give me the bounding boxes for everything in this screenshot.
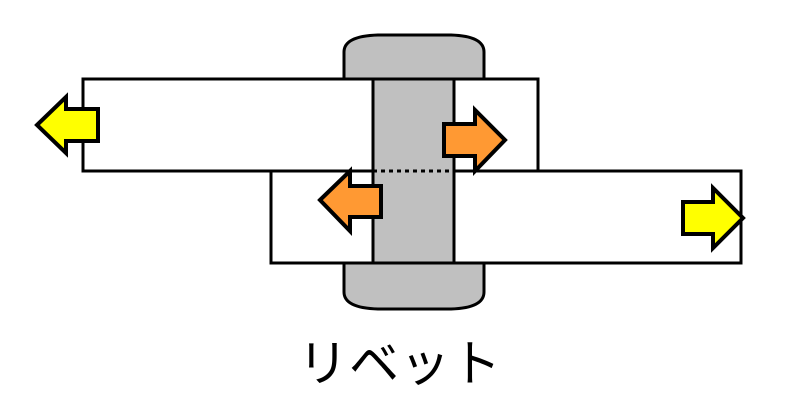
shear-arrow-right-icon	[442, 105, 508, 176]
shear-arrow-left-icon	[317, 166, 383, 236]
arrow-left-icon	[34, 92, 100, 158]
rivet-head-top	[342, 33, 486, 82]
arrow-right-icon	[681, 183, 746, 253]
caption-label: リベット	[298, 335, 502, 393]
rivet-head-bottom	[342, 261, 486, 311]
